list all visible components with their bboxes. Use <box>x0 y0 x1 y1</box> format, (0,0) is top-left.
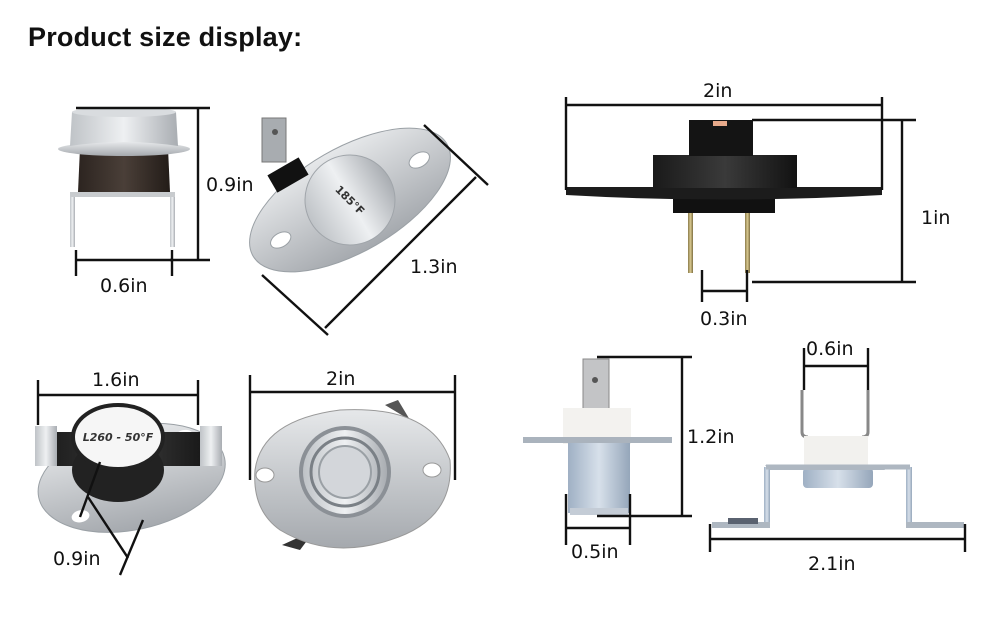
product-thermostat-7: 0.6in 2.1in <box>708 338 967 575</box>
product-thermostat-2: 185°F 1.3in <box>249 117 489 336</box>
dim-label-lead-spacing: 0.6in <box>806 338 854 360</box>
product-thermostat-3: 2in 1in 0.3in <box>564 80 950 330</box>
dim-tick <box>423 124 489 186</box>
product-thermostat-6: 1.2in 0.5in <box>523 355 735 563</box>
dim-line <box>324 176 477 329</box>
product-thermostat-5: 2in <box>248 368 457 550</box>
thermostat-7-image <box>712 390 964 528</box>
dim-label-height: 0.9in <box>206 174 254 196</box>
dim-label-flange-length: 1.3in <box>410 256 458 278</box>
thermostat-2-image: 185°F <box>249 127 451 273</box>
dim-label-body-width: 0.5in <box>571 541 619 563</box>
thermostat-5-image <box>254 400 451 550</box>
dim-label-height: 1.2in <box>687 426 735 448</box>
dim-label-width: 2in <box>326 368 355 390</box>
temperature-marking: L260 - 50°F <box>83 431 154 444</box>
dim-label-width: 1.6in <box>92 369 140 391</box>
thermostat-6-image <box>523 358 672 515</box>
dim-label-lead-spacing: 0.6in <box>100 275 148 297</box>
page-title: Product size display: <box>28 22 303 52</box>
dim-tick <box>78 461 102 518</box>
dim-label-diameter: 0.9in <box>53 548 101 570</box>
product-thermostat-4: L260 - 50°F 1.6in 0.9in <box>35 369 226 576</box>
dim-label-height: 1in <box>921 207 950 229</box>
dim-tick <box>118 519 145 576</box>
dim-tick <box>261 274 329 336</box>
dim-label-width: 2in <box>703 80 732 102</box>
dim-label-pin-spacing: 0.3in <box>700 308 748 330</box>
dim-label-bracket-width: 2.1in <box>808 553 856 575</box>
dim-line <box>86 496 130 559</box>
thermostat-1-image <box>58 107 190 247</box>
product-thermostat-1: 0.9in 0.6in <box>58 106 254 297</box>
thermostat-3-image <box>566 120 882 273</box>
